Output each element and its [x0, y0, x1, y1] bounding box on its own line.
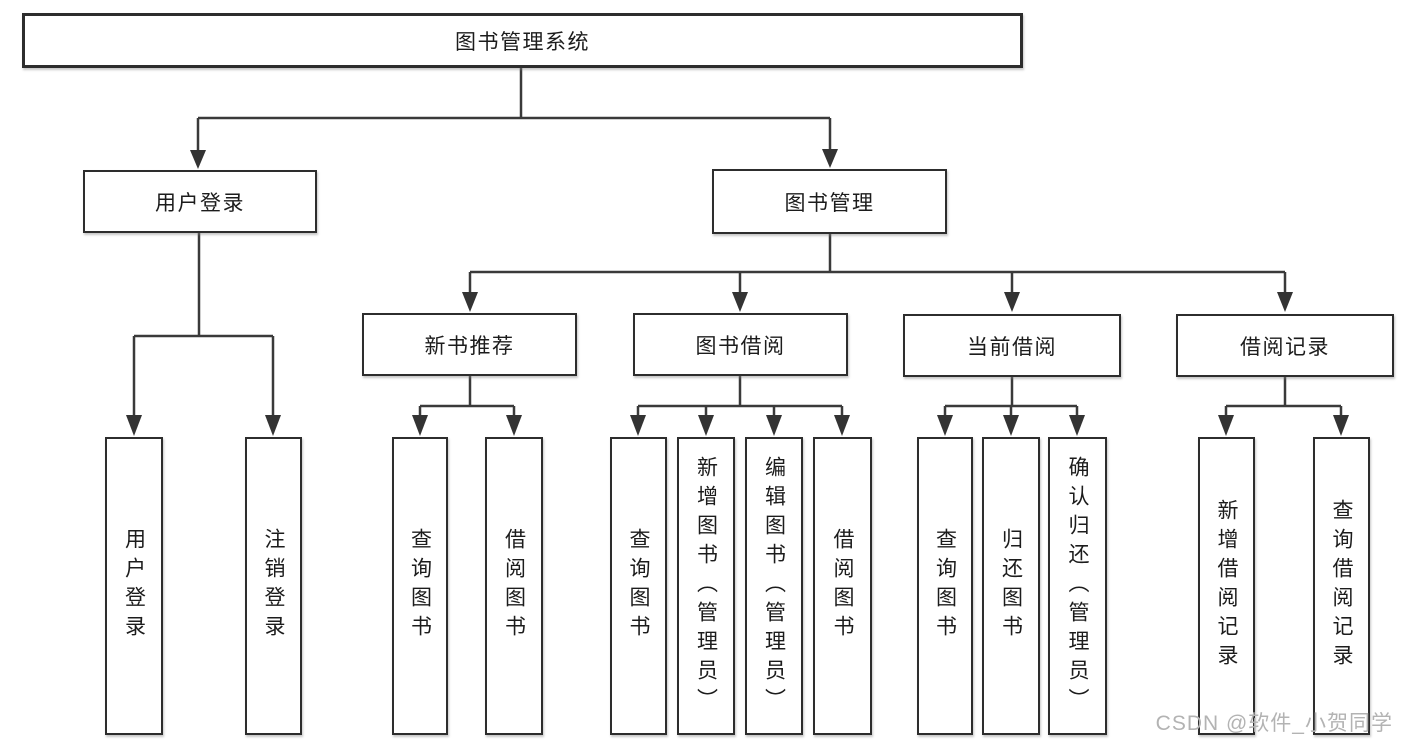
leaf-edit-book-admin: 编辑图书（管理员）	[745, 437, 803, 735]
leaf-query-borrow-record: 查询借阅记录	[1313, 437, 1370, 735]
csdn-watermark: CSDN @软件_小贺同学	[1155, 712, 1393, 735]
connector-root-to-level2	[190, 68, 838, 169]
leaf-confirm-return-admin: 确认归还（管理员）	[1048, 437, 1107, 735]
node-new-book-recommend: 新书推荐	[362, 313, 577, 376]
connector-new-book-group	[412, 376, 522, 436]
connector-user-login-group	[126, 233, 281, 436]
leaf-confirm-return-admin-label: 确认归还（管理员）	[1066, 455, 1089, 717]
node-new-book-recommend-label: 新书推荐	[424, 334, 515, 358]
leaf-add-book-admin-label: 新增图书（管理员）	[694, 455, 718, 717]
leaf-query-book-3: 查询图书	[917, 437, 973, 735]
leaf-return-book: 归还图书	[982, 437, 1040, 735]
leaf-borrow-book-1-label: 借阅图书	[502, 528, 526, 644]
node-borrow-record-label: 借阅记录	[1240, 335, 1330, 359]
node-borrow-record: 借阅记录	[1176, 314, 1394, 377]
leaf-user-login: 用户登录	[105, 437, 163, 735]
node-book-borrow-label: 图书借阅	[695, 334, 786, 358]
leaf-return-book-label: 归还图书	[999, 528, 1023, 644]
node-book-mgmt: 图书管理	[712, 169, 947, 234]
node-root: 图书管理系统	[22, 13, 1023, 68]
leaf-query-borrow-record-label: 查询借阅记录	[1330, 499, 1353, 673]
node-current-borrow-label: 当前借阅	[967, 335, 1057, 359]
node-root-label: 图书管理系统	[455, 30, 590, 54]
connector-borrow-record-group	[1218, 377, 1349, 436]
node-user-login: 用户登录	[83, 170, 317, 233]
node-user-login-label: 用户登录	[155, 191, 245, 215]
leaf-query-book-2: 查询图书	[610, 437, 667, 735]
leaf-query-book-3-label: 查询图书	[933, 528, 957, 644]
leaf-edit-book-admin-label: 编辑图书（管理员）	[762, 455, 786, 717]
leaf-query-book-1: 查询图书	[392, 437, 448, 735]
leaf-logout: 注销登录	[245, 437, 302, 735]
leaf-borrow-book-2-label: 借阅图书	[831, 528, 854, 644]
leaf-query-book-2-label: 查询图书	[627, 528, 650, 644]
leaf-logout-label: 注销登录	[262, 528, 285, 644]
connector-book-borrow-group	[630, 376, 850, 436]
node-book-mgmt-label: 图书管理	[784, 191, 875, 215]
leaf-add-borrow-record-label: 新增借阅记录	[1215, 499, 1238, 673]
leaf-query-book-1-label: 查询图书	[408, 528, 432, 644]
leaf-add-book-admin: 新增图书（管理员）	[677, 437, 735, 735]
node-book-borrow: 图书借阅	[633, 313, 848, 376]
leaf-borrow-book-1: 借阅图书	[485, 437, 543, 735]
leaf-add-borrow-record: 新增借阅记录	[1198, 437, 1255, 735]
connector-book-mgmt-group	[462, 234, 1293, 312]
node-current-borrow: 当前借阅	[903, 314, 1121, 377]
leaf-borrow-book-2: 借阅图书	[813, 437, 872, 735]
connector-current-borrow-group	[937, 377, 1085, 436]
leaf-user-login-label: 用户登录	[122, 528, 146, 644]
